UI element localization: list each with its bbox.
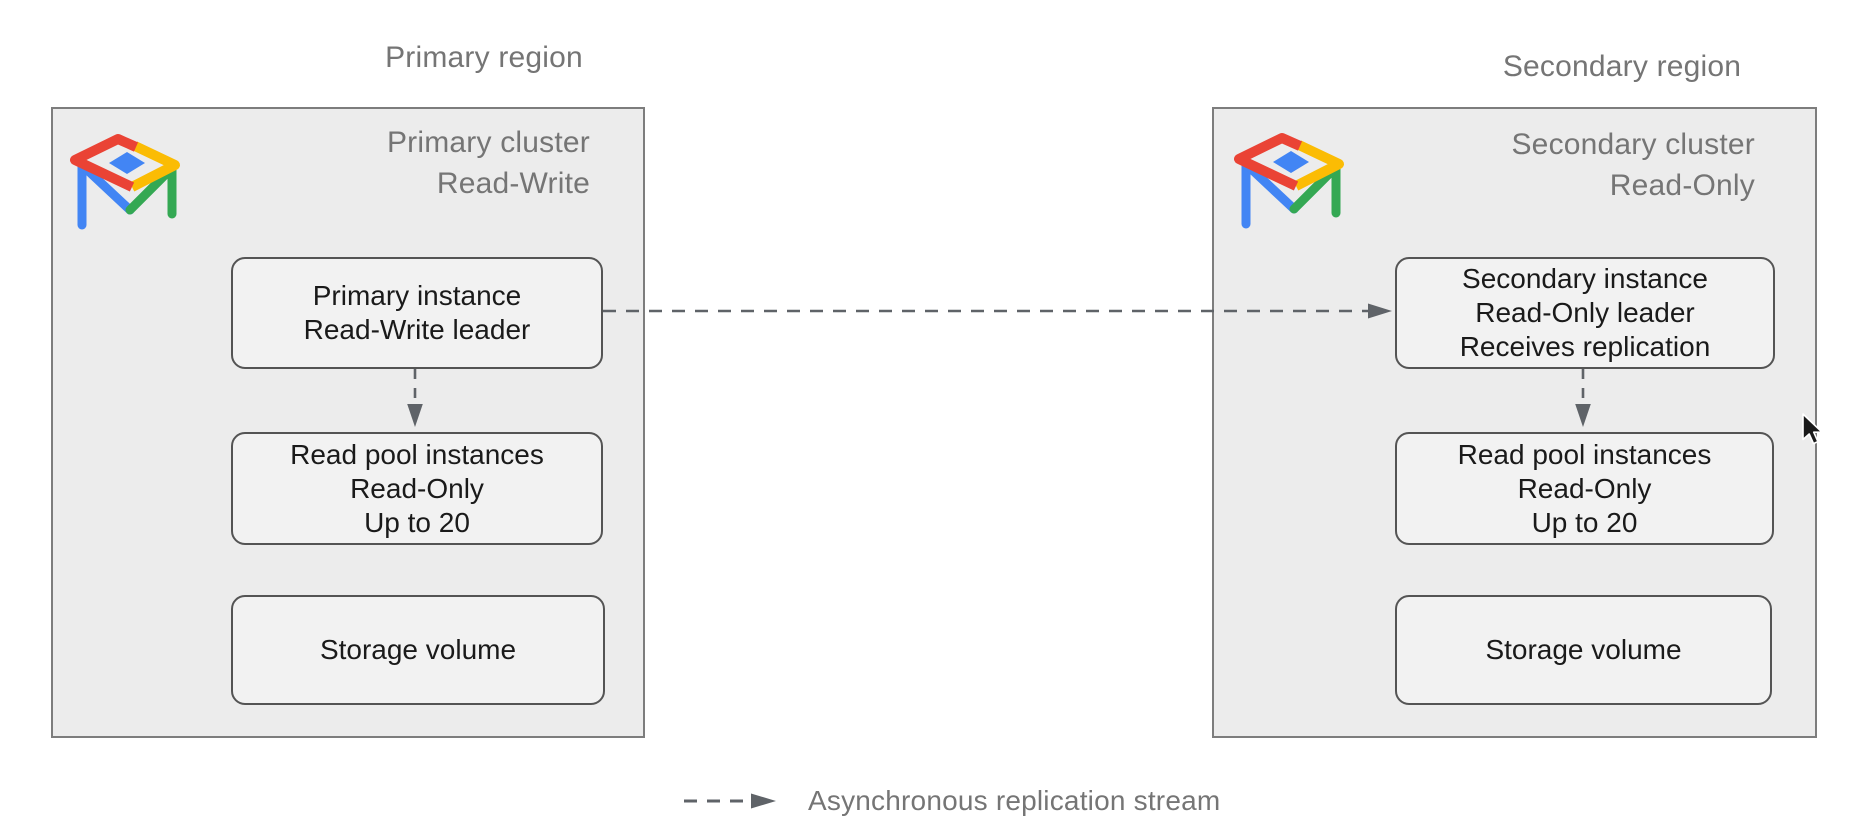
legend-label: Asynchronous replication stream	[808, 785, 1221, 816]
primary-cluster-title: Primary cluster Read-Write	[387, 122, 590, 204]
secondary-region-label: Secondary region	[1502, 50, 1742, 83]
node-label-line: Up to 20	[1531, 506, 1638, 538]
node-label-line: Read-Only leader	[1475, 297, 1695, 328]
node-label-line: Read pool instances	[290, 438, 544, 470]
secondary-read-pool-node: Read pool instances Read-Only Up to 20	[1395, 432, 1774, 545]
secondary-storage-node: Storage volume	[1395, 595, 1772, 705]
alloydb-icon	[70, 134, 180, 230]
node-label-line: Read-Write leader	[303, 314, 531, 345]
cluster-title-line: Secondary cluster	[1511, 128, 1755, 161]
primary-storage-node: Storage volume	[231, 595, 605, 705]
primary-instance-node: Primary instance Read-Write leader	[231, 257, 603, 369]
cluster-title-line: Primary cluster	[386, 126, 590, 159]
primary-read-pool-node: Read pool instances Read-Only Up to 20	[231, 432, 603, 545]
mouse-cursor-icon	[1802, 413, 1823, 445]
node-label-line: Read-Only	[350, 472, 484, 504]
secondary-cluster-container: Secondary cluster Read-Only Secondary in…	[1212, 107, 1817, 738]
node-label-line: Primary instance	[312, 280, 522, 311]
node-label-line: Read-Only	[1517, 472, 1652, 504]
node-label-line: Storage volume	[319, 634, 517, 665]
node-label-line: Read pool instances	[1457, 438, 1712, 470]
secondary-instance-node: Secondary instance Read-Only leader Rece…	[1395, 257, 1775, 369]
cluster-title-line: Read-Write	[436, 167, 590, 200]
cluster-title-line: Read-Only	[1609, 169, 1755, 202]
node-label-line: Storage volume	[1485, 634, 1682, 665]
node-label-line: Receives replication	[1459, 331, 1711, 362]
node-label-line: Secondary instance	[1462, 263, 1708, 294]
secondary-cluster-title: Secondary cluster Read-Only	[1511, 124, 1755, 206]
legend-dashed-arrow-icon	[684, 793, 776, 809]
alloydb-icon	[1234, 133, 1344, 229]
primary-region-label: Primary region	[385, 41, 583, 74]
primary-cluster-container: Primary cluster Read-Write Primary insta…	[51, 107, 645, 738]
node-label-line: Up to 20	[364, 506, 470, 538]
